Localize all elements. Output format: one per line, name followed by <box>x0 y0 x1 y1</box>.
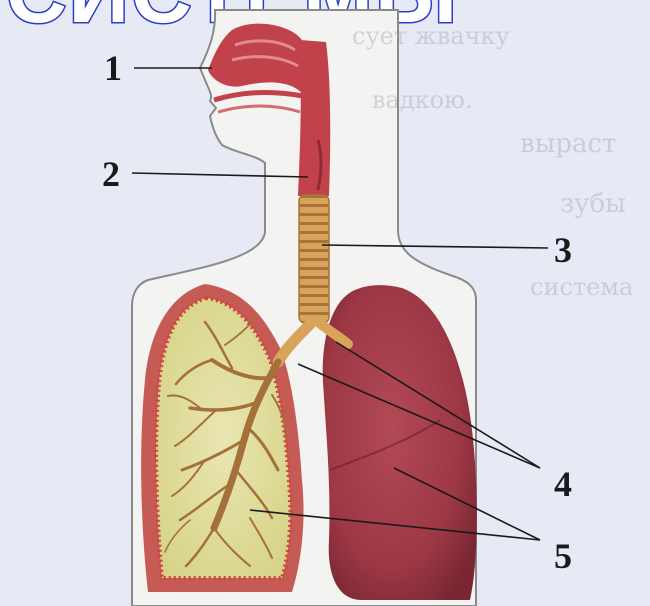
background-text-line: сует жвачку <box>352 22 510 50</box>
label-larynx: 2 <box>102 154 120 194</box>
background-text-line: система <box>530 273 633 301</box>
trachea <box>299 195 329 323</box>
background-text-line: вадкою. <box>372 86 473 114</box>
label-lungs: 5 <box>554 536 572 576</box>
label-nasal-cavity: 1 <box>104 48 122 88</box>
pharynx-larynx <box>298 40 330 196</box>
background-text-line: выраст <box>520 129 616 159</box>
background-text-line: зубы <box>560 189 626 219</box>
label-trachea: 3 <box>554 230 572 270</box>
label-bronchi: 4 <box>554 464 572 504</box>
